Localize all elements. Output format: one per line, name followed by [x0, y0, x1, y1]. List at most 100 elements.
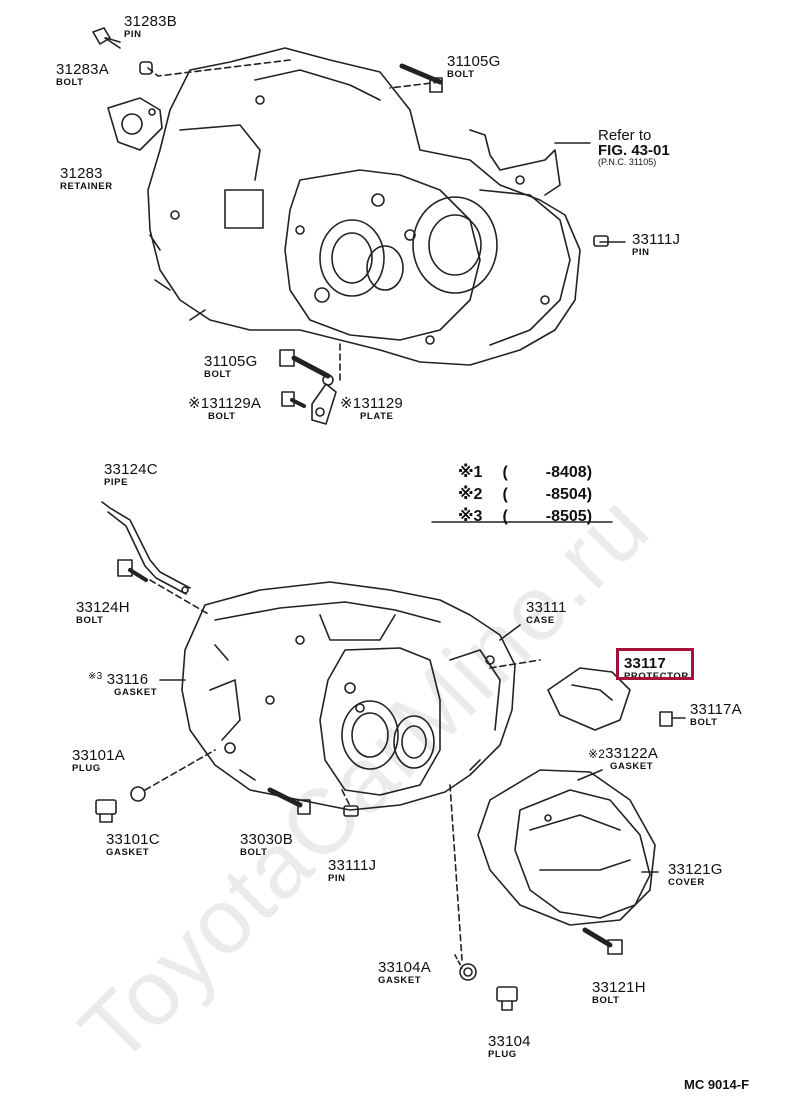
part-number: 31283	[60, 165, 103, 182]
legend-mark: ※1	[458, 464, 483, 481]
part-31283[interactable]: 31283 RETAINER	[60, 166, 113, 192]
legend-paren: (	[502, 486, 508, 503]
legend-paren: (	[502, 464, 508, 481]
part-number: 31105G	[204, 353, 258, 370]
legend-range: -8504)	[545, 486, 593, 503]
part-33111J-top[interactable]: 33111J PIN	[632, 232, 680, 258]
legend-range: -8505)	[545, 508, 593, 525]
figure-code: MC 9014-F	[684, 1077, 750, 1092]
part-33101A[interactable]: 33101A PLUG	[72, 748, 125, 774]
bolt-33117A-drawing	[659, 711, 686, 727]
part-33111[interactable]: 33111 CASE	[526, 600, 567, 626]
part-31129A[interactable]: ※131129A BOLT	[188, 396, 261, 422]
part-33030B[interactable]: 33030B BOLT	[240, 832, 293, 858]
part-number: 33121G	[668, 861, 723, 878]
part-name: PIN	[632, 247, 650, 258]
part-31129[interactable]: ※131129 PLATE	[340, 396, 403, 422]
part-name: PIPE	[104, 477, 129, 488]
part-name: GASKET	[106, 847, 150, 858]
plug-33104-drawing	[496, 986, 518, 1011]
part-name: BOLT	[592, 995, 620, 1006]
legend-row: ※2 ( -8504)	[458, 484, 592, 506]
part-33104A[interactable]: 33104A GASKET	[378, 960, 431, 986]
part-31105G-top[interactable]: 31105G BOLT	[447, 54, 500, 80]
part-number: 31283A	[56, 61, 109, 78]
reference-line1: Refer to	[598, 127, 652, 144]
part-number: 31105G	[447, 53, 501, 70]
gasket-33104A-drawing	[459, 963, 477, 981]
protector-33117-drawing	[489, 659, 631, 731]
part-number: 33111	[526, 599, 567, 616]
part-number: 33111J	[328, 857, 377, 874]
part-number: 33124C	[104, 461, 158, 478]
part-33104[interactable]: 33104 PLUG	[488, 1034, 531, 1060]
part-name: BOLT	[208, 411, 236, 422]
part-33124H[interactable]: 33124H BOLT	[76, 600, 130, 626]
pipe-33124C-drawing	[101, 501, 191, 595]
part-name: GASKET	[114, 687, 158, 698]
cover-33121G-drawing	[514, 789, 651, 919]
pin-31283B-drawing	[139, 61, 153, 75]
bolt-33121H-drawing	[582, 927, 623, 955]
part-33122A[interactable]: ※233122A GASKET	[588, 746, 658, 772]
part-number: 33122A	[605, 745, 659, 762]
legend-paren: (	[502, 508, 508, 525]
part-31283A[interactable]: 31283A BOLT	[56, 62, 109, 88]
part-number: 33101C	[106, 831, 160, 848]
bolt-33030B-drawing	[267, 787, 311, 815]
plug-33101A-drawing	[95, 799, 117, 823]
part-33101C[interactable]: 33101C GASKET	[106, 832, 160, 858]
part-name: CASE	[526, 615, 555, 626]
variant-mark: ※1	[188, 395, 210, 412]
reference-line3: (P.N.C. 31105)	[598, 157, 657, 167]
transmission-case	[181, 581, 516, 811]
part-name: BOLT	[240, 847, 268, 858]
part-name: RETAINER	[60, 181, 113, 192]
part-number: 33117A	[690, 701, 742, 718]
part-33117[interactable]: 33117 PROTECTOR	[624, 656, 689, 682]
part-33111J-low[interactable]: 33111J PIN	[328, 858, 376, 884]
variant-mark: ※2	[588, 747, 606, 761]
part-31105G-low[interactable]: 31105G BOLT	[204, 354, 257, 380]
part-name: PIN	[328, 873, 346, 884]
reference-line2: FIG. 43-01	[598, 142, 670, 159]
part-name: GASKET	[378, 975, 422, 986]
part-name: BOLT	[690, 717, 718, 728]
pin-33111J-low-drawing	[343, 805, 359, 817]
gasket-33101C-drawing	[130, 786, 146, 802]
part-name: BOLT	[76, 615, 104, 626]
part-33116[interactable]: ※3 33116 GASKET	[88, 672, 157, 698]
part-number: 31129A	[209, 395, 262, 412]
variant-mark: ※1	[340, 395, 362, 412]
part-name: COVER	[668, 877, 705, 888]
part-31283B[interactable]: 31283B PIN	[124, 14, 177, 40]
legend-row: ※3(-8505)	[458, 506, 592, 528]
gasket-33122A-drawing	[477, 769, 656, 926]
part-name: BOLT	[204, 369, 232, 380]
part-33121H[interactable]: 33121H BOLT	[592, 980, 646, 1006]
bolt-31105G-top-drawing	[399, 63, 443, 93]
part-name: PIN	[124, 29, 142, 40]
variant-mark: ※3	[88, 671, 103, 682]
part-number: 33121H	[592, 979, 646, 996]
part-name: PLUG	[72, 763, 101, 774]
legend-row: ※1 ( -8408)	[458, 462, 592, 484]
part-33117A[interactable]: 33117A BOLT	[690, 702, 742, 728]
plate-31129-drawing	[311, 374, 337, 425]
part-number: 33116	[106, 671, 149, 688]
part-33121G[interactable]: 33121G COVER	[668, 862, 723, 888]
legend-range: -8408)	[545, 464, 593, 481]
highlight-box	[616, 648, 694, 680]
reference-note[interactable]: Refer to FIG. 43-01 (P.N.C. 31105)	[598, 128, 670, 167]
legend-mark: ※2	[458, 486, 483, 503]
part-name: BOLT	[447, 69, 475, 80]
part-number: 31129	[361, 395, 403, 412]
part-number: 33104A	[378, 959, 431, 976]
legend: ※1(-8408) ※2(-8504) ※3(-8505)	[458, 462, 592, 528]
retainer-31283-drawing	[107, 97, 163, 151]
bolt-33124H-drawing	[117, 559, 211, 616]
part-name: BOLT	[56, 77, 84, 88]
part-33124C[interactable]: 33124C PIPE	[104, 462, 158, 488]
part-name: PLATE	[360, 411, 394, 422]
